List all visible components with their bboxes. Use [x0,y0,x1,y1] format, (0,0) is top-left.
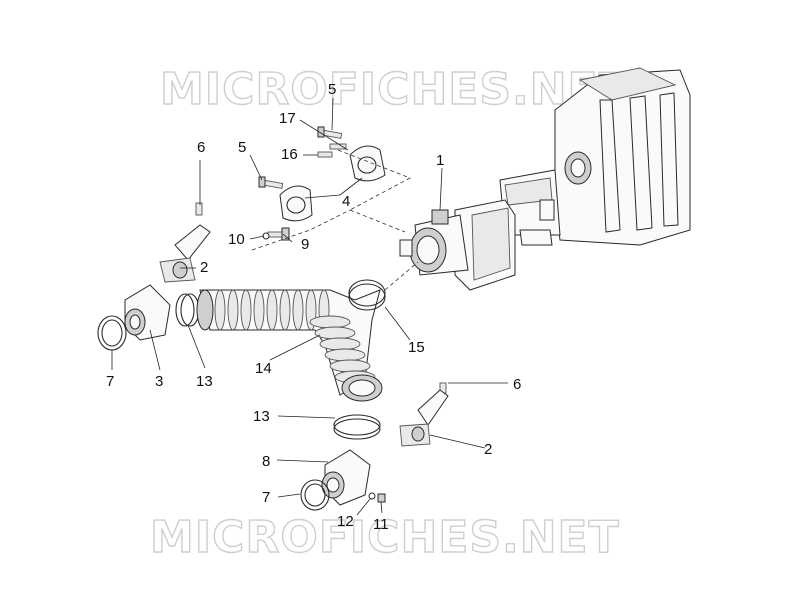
label-part-13-left: 13 [196,373,213,390]
label-part-7-left: 7 [106,373,114,390]
clamp-clip-upper [349,145,386,182]
hose-rib [227,289,239,331]
hose-rib [324,348,366,362]
intake-manifold-lower [321,449,371,506]
o-ring-lower-inner [304,483,326,507]
label-part-17: 17 [279,110,296,127]
label-part-6-right: 6 [513,376,521,393]
label-part-16: 16 [281,146,298,163]
label-part-15: 15 [408,339,425,356]
clamp-clip-lower [279,185,313,222]
label-part-12: 12 [337,513,354,530]
label-part-7-lower: 7 [262,489,270,506]
label-part-5-upper: 5 [328,81,336,98]
leader-lines [111,97,508,516]
hose-rib [266,289,278,331]
hose-rib [329,359,371,373]
o-ring-lower [300,479,330,511]
o-ring-left-inner [101,319,123,347]
dashed-line-screw [251,209,351,251]
throttle-body [399,199,516,291]
intake-manifold-left [124,284,171,341]
washer-12 [368,492,376,500]
dashed-line-clamp [384,261,419,291]
hose-rib [214,289,226,331]
label-part-5-lower: 5 [238,139,246,156]
watermark-bottom: MICROFICHES.NET [150,512,620,563]
label-part-14: 14 [255,360,272,377]
screw-11 [377,493,386,503]
intake-hose [196,289,383,402]
band-clamp-left [175,293,200,327]
fuel-rail-left [159,202,211,283]
hose-rib [279,289,291,331]
label-part-3: 3 [155,373,163,390]
air-filter-housing [499,67,691,246]
screw-5-lower [258,176,284,189]
band-clamp-15 [348,279,386,311]
hose-rib [319,337,361,351]
hose-rib [240,289,252,331]
fuel-rail-right [399,382,449,447]
label-part-10: 10 [228,231,245,248]
label-part-2-left: 2 [200,259,208,276]
label-part-13-lower: 13 [253,408,270,425]
screw-17 [329,143,347,150]
hose-rib [253,289,265,331]
label-part-11: 11 [373,516,389,533]
screw-16 [317,151,333,158]
label-part-2-right: 2 [484,441,492,458]
hose-rib [314,326,356,340]
hose-rib [292,289,304,331]
label-part-1: 1 [436,152,444,169]
label-part-6-left: 6 [197,139,205,156]
band-clamp-lower [333,414,381,440]
label-part-9: 9 [301,236,309,253]
screw-5-upper [317,126,343,139]
label-part-8: 8 [262,453,270,470]
dashed-line-to-throttle [349,209,406,233]
dashed-line-clips [337,149,411,211]
label-part-4: 4 [342,193,350,210]
watermark-top: MICROFICHES.NET [160,64,630,115]
hose-rib [309,315,351,329]
